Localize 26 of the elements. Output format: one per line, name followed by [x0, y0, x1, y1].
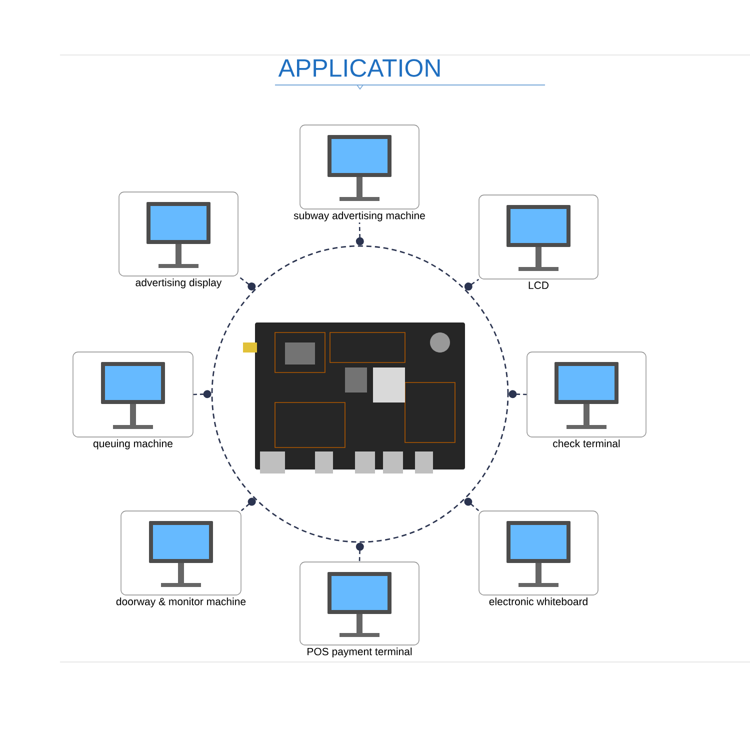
photo-card: electronic whiteboard [478, 510, 598, 606]
connector [464, 278, 480, 291]
photo-card: check terminal [526, 352, 646, 448]
photo-card: POS payment terminal [300, 562, 420, 658]
node-label: LCD [528, 282, 548, 289]
connector [464, 498, 480, 512]
node-label: advertising display [136, 278, 222, 288]
node-label: electronic whiteboard [489, 598, 588, 606]
node-label: subway advertising machine [294, 212, 425, 222]
connector [508, 390, 527, 398]
title: APPLICATION [278, 59, 440, 77]
photo-card: advertising display [118, 192, 238, 288]
connector [238, 276, 256, 290]
connector [240, 498, 256, 512]
node-label: POS payment terminal [308, 648, 412, 658]
node-label: doorway & monitor machine [116, 598, 246, 608]
connector [356, 222, 364, 246]
node-label: check terminal [553, 440, 620, 448]
circuit-board-drawing [243, 322, 465, 474]
photo-card: queuing machine [72, 352, 194, 450]
node-label: queuing machine [93, 440, 172, 450]
connector [356, 542, 364, 562]
photo-card: LCD [478, 194, 598, 289]
photo-card: doorway & monitor machine [116, 510, 246, 608]
connector [193, 390, 212, 398]
photo-card: subway advertising machine [294, 124, 425, 222]
